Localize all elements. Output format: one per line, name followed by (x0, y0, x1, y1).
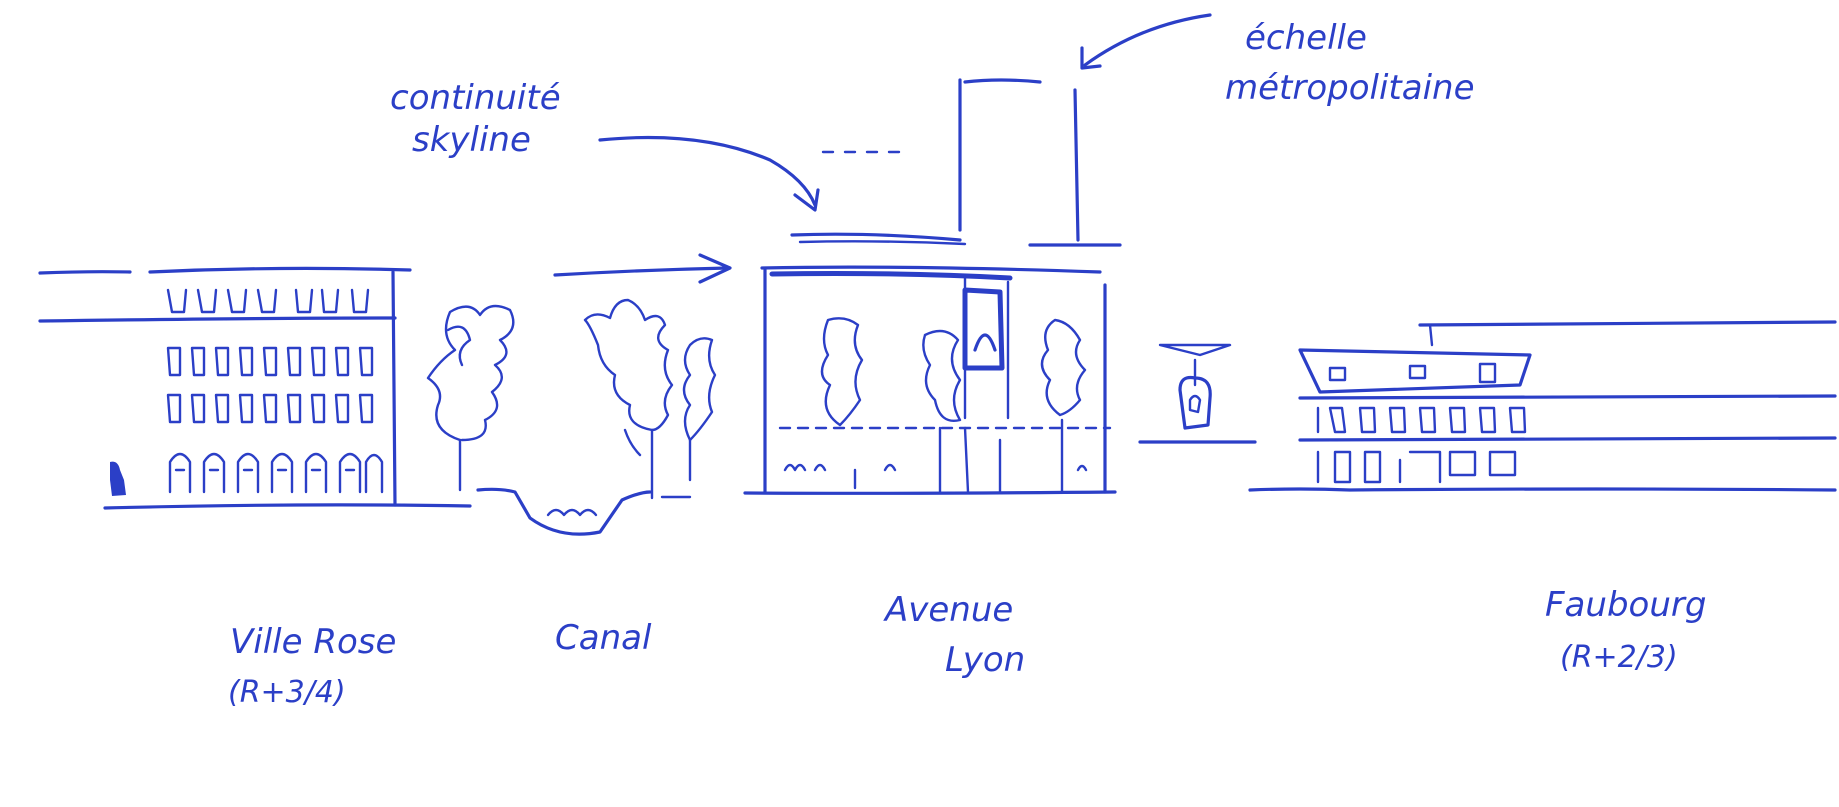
faubourg-houses (1248, 320, 1837, 492)
label-faubourg-height: (R+2/3) (1560, 640, 1678, 675)
avenue-people (783, 463, 1088, 490)
ville-rose-arcades (168, 452, 384, 494)
ville-rose-building (38, 266, 472, 510)
skyline-arrow (598, 135, 817, 207)
label-avenue: Avenue (885, 590, 1014, 630)
tram-stop (1138, 343, 1257, 444)
ville-rose-person (110, 461, 126, 496)
metropolitan-arrow (1083, 13, 1212, 67)
annotation-continuity: continuité (390, 78, 561, 118)
annotation-metropolitan: métropolitaine (1225, 68, 1475, 108)
annotation-arrows (598, 13, 1212, 212)
annotation-scale: échelle (1245, 18, 1367, 58)
avenue-lyon-building (743, 232, 1117, 495)
ville-rose-top-windows (166, 288, 370, 314)
tree-left (426, 304, 515, 492)
label-lyon: Lyon (945, 640, 1026, 680)
ville-rose-mid-windows (166, 346, 374, 424)
label-faubourg: Faubourg (1545, 585, 1707, 625)
label-canal: Canal (555, 618, 652, 658)
label-ville-rose-height: (R+3/4) (228, 675, 346, 710)
trees-canal (583, 298, 717, 500)
canal (476, 253, 732, 536)
faubourg-windows (1316, 362, 1527, 484)
annotation-skyline: skyline (412, 120, 531, 160)
label-ville-rose: Ville Rose (230, 622, 397, 662)
metropolitan-tower (821, 78, 1122, 247)
